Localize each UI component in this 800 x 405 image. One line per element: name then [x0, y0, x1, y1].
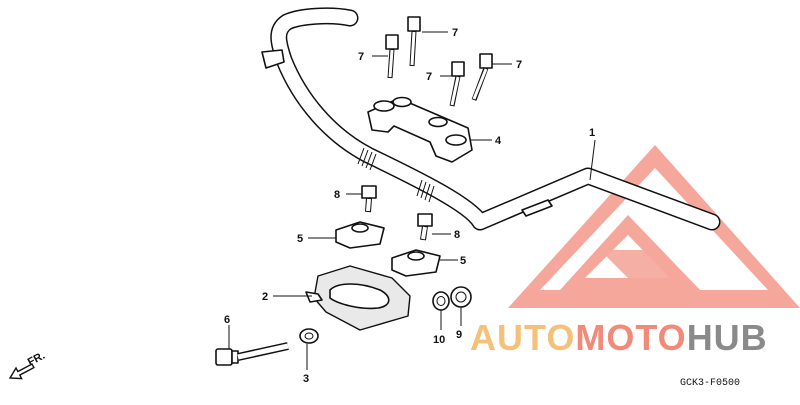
washer-10-part — [432, 291, 450, 311]
callout-1: 1 — [589, 127, 595, 139]
socket-bolt-8-b — [417, 213, 433, 241]
callout-7-d: 7 — [516, 59, 522, 71]
handlebar-part — [261, 7, 721, 231]
callout-7-c: 7 — [426, 71, 432, 83]
watermark-triangle-icon — [508, 145, 800, 308]
callout-3: 3 — [303, 373, 309, 385]
socket-bolt-8-a — [361, 185, 377, 213]
bolt-7-d — [471, 53, 493, 101]
bolt-7-a — [385, 34, 399, 79]
upper-holder-part — [367, 96, 473, 163]
lower-holder-5-b — [391, 249, 441, 277]
holder-plate-part — [305, 265, 411, 331]
callout-7-b: 7 — [358, 51, 364, 63]
collar-3-part — [299, 328, 319, 344]
callout-5-b: 5 — [460, 255, 466, 267]
callout-5-a: 5 — [297, 233, 303, 245]
callout-9: 9 — [456, 329, 462, 341]
leader-lines — [228, 31, 596, 370]
diagram-code: GCK3-F0500 — [680, 378, 740, 389]
callout-4: 4 — [495, 135, 502, 147]
front-arrow-icon — [8, 363, 35, 380]
callout-6: 6 — [224, 314, 230, 326]
callout-2: 2 — [262, 291, 268, 303]
callout-8-a: 8 — [334, 189, 340, 201]
nut-9-part — [450, 286, 472, 308]
watermark-brand-a: AUTO — [470, 317, 575, 358]
watermark-brand-c: HUB — [687, 317, 768, 358]
bolt-7-b — [407, 16, 421, 67]
bolt-6-part — [215, 342, 289, 366]
front-label: FR. — [26, 350, 47, 369]
watermark-brand: AUTOMOTOHUB — [470, 317, 768, 358]
bolt-7-c — [449, 61, 465, 107]
callout-10: 10 — [433, 334, 445, 346]
callout-8-b: 8 — [454, 229, 460, 241]
callout-7-a: 7 — [452, 27, 458, 39]
lower-holder-5-a — [335, 221, 385, 249]
watermark-brand-b: MOTO — [575, 317, 686, 358]
